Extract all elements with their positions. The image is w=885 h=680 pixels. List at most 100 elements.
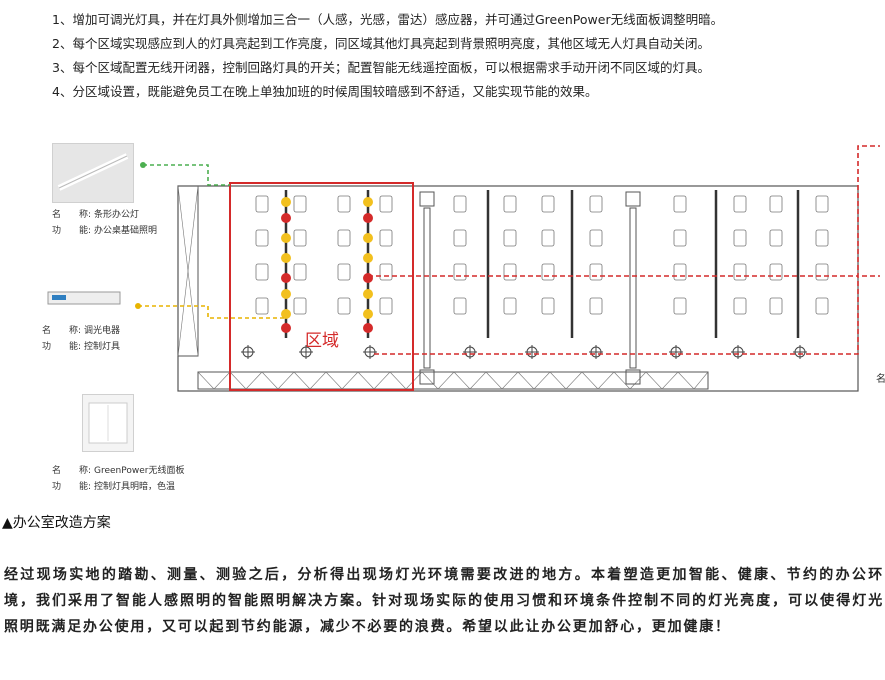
desk-chair [453,297,467,315]
desk-chair [541,263,555,281]
desk-chair [815,195,829,213]
requirement-item: 4、分区域设置，既能避免员工在晚上单独加班的时候周围较暗感到不舒适，又能实现节能… [52,84,598,99]
driver-function: 功 能:控制灯具 [42,342,121,352]
desk-chair [673,263,687,281]
sensor-icon [463,345,477,359]
desk-chair [815,229,829,247]
light-dot [281,197,291,207]
bottom-wall-truss [197,371,709,390]
desk-chair [379,195,393,213]
desk-chair [379,229,393,247]
lights [281,197,373,333]
dimmer-driver-image [42,284,132,310]
panel-function: 功 能:控制灯具明暗，色温 [52,482,176,492]
building-outline [177,185,859,392]
sensor-icon [669,345,683,359]
desk-chair [503,195,517,213]
light-dot [281,323,291,333]
desk-chair [337,297,351,315]
desk-chair [769,297,783,315]
driver-connector-dot [135,303,141,309]
desk-chair [453,229,467,247]
desk-chair [255,263,269,281]
desk-dividers [284,190,800,338]
desk-chair [255,229,269,247]
desk-chair [589,263,603,281]
desk-chair [255,297,269,315]
sensors [241,345,807,359]
panel-name: 名 称:GreenPower无线面板 [52,466,185,476]
light-dot [281,273,291,283]
desk-chair [673,229,687,247]
office-renovation-figure: 名 称:条形办公灯 功 能:办公桌基础照明 名 称:调光电器 功 能:控制灯具 … [0,124,885,502]
desk-chair [673,297,687,315]
driver-name: 名 称:调光电器 [42,326,121,336]
desk-chair [589,229,603,247]
desk-chair [541,195,555,213]
desk-chair [673,195,687,213]
requirement-item: 3、每个区域配置无线开闭器，控制回路灯具的开关；配置智能无线遥控面板，可以根据需… [52,60,710,75]
desk-chair [503,229,517,247]
desk-chair [379,263,393,281]
light-dot [281,253,291,263]
desk-chair [769,195,783,213]
desk-chair [293,229,307,247]
sensor-icon [299,345,313,359]
desk-chair [589,195,603,213]
light-dot [363,289,373,299]
light-function: 功 能:办公桌基础照明 [52,226,158,236]
sensor-icon [363,345,377,359]
light-dot [363,213,373,223]
wireless-panel-image [82,394,134,452]
light-dot [363,273,373,283]
sensor-icon [589,345,603,359]
desk-chair [453,195,467,213]
desk-chair [589,297,603,315]
requirement-item: 2、每个区域实现感应到人的灯具亮起到工作亮度，同区域其他灯具亮起到背景照明亮度，… [52,36,710,51]
desk-chair [733,297,747,315]
light-connector-dot [140,162,146,168]
light-dot [363,233,373,243]
desk-chair [733,195,747,213]
desk-chair [769,229,783,247]
left-wall [177,185,199,357]
desk-chair [293,263,307,281]
light-dot [281,213,291,223]
sensor-icon [241,345,255,359]
desk-chair [541,297,555,315]
floor-plan: 区域 名 [135,145,885,392]
desk-chair [503,297,517,315]
desk-chair [453,263,467,281]
desks [255,195,829,315]
light-dot [363,253,373,263]
desk-chair [503,263,517,281]
light-dot [363,309,373,319]
sensor-icon [731,345,745,359]
desk-chair [733,229,747,247]
summary-paragraph: 经过现场实地的踏勘、测量、测验之后，分析得出现场灯光环境需要改进的地方。本着塑造… [4,567,884,635]
sensor-icon [525,345,539,359]
bottom-wall [197,371,709,390]
desk-chair [337,263,351,281]
desk-chair [379,297,393,315]
desk-chair [293,195,307,213]
requirement-list: 1、增加可调光灯具，并在灯具外侧增加三合一（人感，光感，雷达）感应器，并可通过G… [52,8,882,104]
light-dot [363,323,373,333]
circuit-line-2 [374,145,880,355]
figure-caption: ▲办公室改造方案 [2,515,111,531]
sensor-icon [793,345,807,359]
light-dot [363,197,373,207]
desk-chair [815,297,829,315]
desk-chair [337,229,351,247]
light-dot [281,289,291,299]
desk-chair [733,263,747,281]
desk-chair [769,263,783,281]
columns [419,191,641,385]
zone-box [229,182,414,391]
light-connector [143,164,230,186]
light-dot [281,233,291,243]
zone-label: 区域 [305,331,339,351]
desk-chair [815,263,829,281]
linear-office-light-image [52,143,134,203]
desk-chair [293,297,307,315]
